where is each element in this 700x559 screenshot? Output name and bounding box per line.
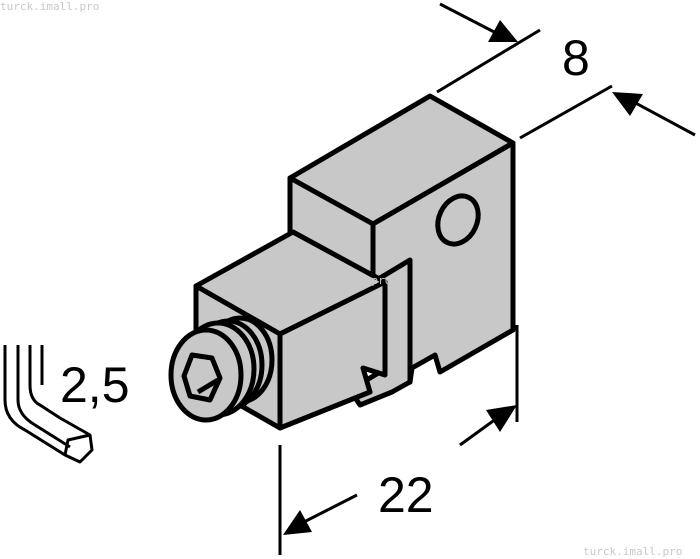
dim8-arrowhead-1 xyxy=(488,20,518,42)
dimension-8-label: 8 xyxy=(562,30,590,86)
dim8-ext-2 xyxy=(519,84,613,140)
watermark-top-left: turck.imall.pro xyxy=(0,0,100,13)
dim22-arrowhead-2 xyxy=(283,510,312,535)
mount-hole xyxy=(435,193,481,247)
lower-block-right xyxy=(277,279,388,431)
dimension-22-label: 22 xyxy=(378,467,434,523)
hex-socket-icon xyxy=(181,352,223,403)
dim8-ext-1 xyxy=(436,28,541,94)
dim8-arrow-line-1 xyxy=(439,2,501,37)
dim22-arrowhead-1 xyxy=(486,405,517,432)
hex-key-size-label: 2,5 xyxy=(60,357,130,413)
dim8-arrowhead-2 xyxy=(612,92,643,116)
dim8-arrow-line-2 xyxy=(629,98,696,137)
hex-key xyxy=(3,345,94,464)
watermark-center: turck.imall.pro xyxy=(292,274,392,287)
dim22-arrow-line-2 xyxy=(299,493,358,526)
watermark-bottom-right: turck.imall.pro xyxy=(583,545,683,558)
